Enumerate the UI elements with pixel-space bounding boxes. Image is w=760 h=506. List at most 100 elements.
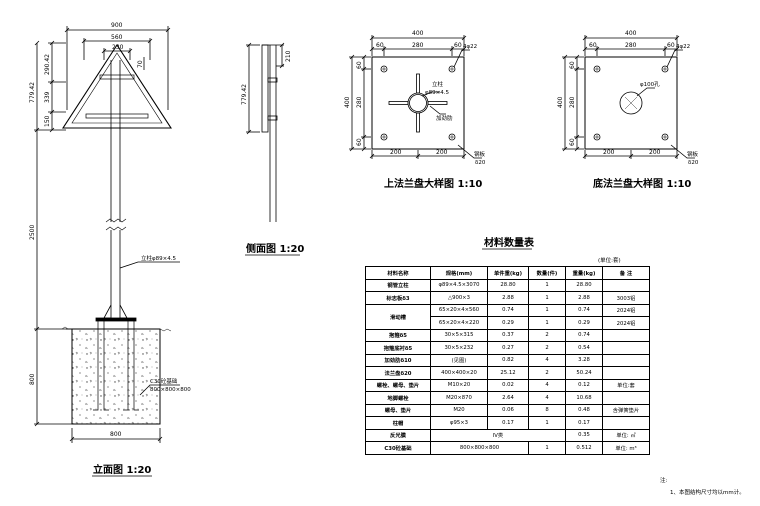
top-flange-dim-200-left: 200 [390, 149, 402, 156]
top-flange-hole-label: 4φ22 [463, 44, 477, 50]
table-header-cell: 数量(件) [528, 266, 566, 280]
table-cell: 滑动槽 [365, 303, 431, 330]
table-cell: 标志板δ3 [365, 291, 431, 305]
top-flange-post-size: φ89×4.5 [425, 90, 449, 96]
table-cell: 反光膜 [365, 428, 431, 442]
foundation-label: C30砼基础 [150, 377, 178, 385]
table-header-cell: 备 注 [602, 266, 650, 280]
table-row: 抱箍底衬δ5 30×5×232 0.27 2 0.54 [365, 341, 650, 355]
table-cell: 400×400×20 [430, 366, 488, 380]
table-cell [602, 328, 650, 342]
table-header-row: 材料名称 规格(mm) 单件重(kg) 数量(件) 重量(kg) 备 注 [365, 266, 650, 280]
notes-label: 注: [660, 476, 668, 484]
table-row: 柱帽 φ95×3 0.17 1 0.17 [365, 416, 650, 430]
table-cell [602, 416, 650, 430]
table-cell: 地脚螺栓 [365, 391, 431, 405]
table-cell: 抱箍底衬δ5 [365, 341, 431, 355]
table-cell: 65×20×4×560 [430, 303, 488, 317]
top-flange-dim-400-vertical: 400 [344, 96, 351, 108]
top-flange-dim-200-right: 200 [436, 149, 448, 156]
table-cell: 0.06 [487, 403, 529, 417]
table-cell [602, 353, 650, 367]
table-cell: 1 [528, 416, 566, 430]
table-cell: 2024铝 [602, 316, 650, 330]
table-row: 钢管立柱 φ89×4.5×3070 28.80 1 28.80 [365, 278, 650, 292]
table-cell: φ95×3 [430, 416, 488, 430]
table-cell: 3003铝 [602, 291, 650, 305]
bottom-flange-thickness-label: δ20 [688, 160, 699, 166]
table-header-cell: 规格(mm) [430, 266, 488, 280]
table-cell: 0.29 [487, 316, 529, 330]
dim-800-horizontal: 800 [110, 431, 122, 438]
notes-item-1: 1、本图结构尺寸均以mm计。 [670, 488, 745, 496]
table-cell: 0.82 [487, 353, 529, 367]
post-label: 立柱φ89×4.5 [141, 254, 176, 262]
top-flange-dim-60-bottom: 60 [356, 138, 363, 146]
top-flange-view [349, 35, 482, 159]
dim-560: 560 [111, 34, 123, 41]
top-flange-dim-280: 280 [412, 42, 424, 49]
table-cell: 螺栓、螺母、垫片 [365, 378, 431, 392]
table-cell: 50.24 [565, 366, 603, 380]
table-row: 抱箍δ5 30×5×315 0.37 2 0.74 [365, 328, 650, 342]
table-cell: 2 [528, 366, 566, 380]
bottom-flange-dim-400-vertical: 400 [557, 96, 564, 108]
table-cell [602, 278, 650, 292]
table-cell: 800×800×800 [430, 441, 529, 455]
table-cell: 28.80 [487, 278, 529, 292]
table-cell: 4 [528, 378, 566, 392]
table-cell: 0.17 [565, 416, 603, 430]
bottom-flange-steel-plate-label: 钢板 [687, 150, 699, 158]
table-cell: 钢管立柱 [365, 278, 431, 292]
side-title: 侧面图 1:20 [246, 242, 304, 255]
table-cell: 抱箍δ5 [365, 328, 431, 342]
table-cell: M20×870 [430, 391, 488, 405]
table-cell: 28.80 [565, 278, 603, 292]
table-cell: 螺母、垫片 [365, 403, 431, 417]
table-cell: 30×5×232 [430, 341, 488, 355]
bottom-flange-dim-200-right: 200 [649, 149, 661, 156]
top-flange-steel-plate-label: 钢板 [474, 150, 486, 158]
table-cell: △900×3 [430, 291, 488, 305]
bottom-flange-center-hole-label: φ100孔 [640, 80, 660, 88]
table-cell: 0.12 [565, 378, 603, 392]
table-cell: 8 [528, 403, 566, 417]
table-cell: 0.29 [565, 316, 603, 330]
table-header-cell: 重量(kg) [565, 266, 603, 280]
table-cell: 1 [528, 441, 566, 455]
dim-150: 150 [44, 115, 51, 127]
elevation-dim-ticks [34, 27, 171, 442]
table-cell: 0.27 [487, 341, 529, 355]
table-cell: 0.74 [565, 303, 603, 317]
table-cell: 2 [528, 341, 566, 355]
table-cell [602, 366, 650, 380]
table-cell: M10×20 [430, 378, 488, 392]
table-cell [602, 391, 650, 405]
bottom-flange-dim-60-left: 60 [589, 42, 597, 49]
bottom-flange-dim-200-left: 200 [603, 149, 615, 156]
table-cell: 0.512 [565, 441, 603, 455]
table-cell: 2.88 [487, 291, 529, 305]
table-cell: 含弹簧垫片 [602, 403, 650, 417]
top-flange-dim-60-right: 60 [454, 42, 462, 49]
table-cell [602, 341, 650, 355]
top-flange-thickness-label: δ20 [475, 160, 486, 166]
table-header-cell: 材料名称 [365, 266, 431, 280]
table-cell: 单位: ㎡ [602, 428, 650, 442]
foundation-size-label: 800×800×800 [150, 387, 191, 393]
table-cell: 4 [528, 391, 566, 405]
table-cell: IV类 [430, 428, 566, 442]
table-cell: 柱帽 [365, 416, 431, 430]
side-dim-210: 210 [285, 50, 292, 62]
table-cell: M20 [430, 403, 488, 417]
side-view [246, 42, 285, 222]
table-cell: 2.64 [487, 391, 529, 405]
elevation-title: 立面图 1:20 [93, 463, 151, 476]
bottom-flange-dim-280: 280 [625, 42, 637, 49]
top-flange-dim-60-left: 60 [376, 42, 384, 49]
elevation-view [34, 26, 180, 443]
table-row: 地脚螺栓 M20×870 2.64 4 10.68 [365, 391, 650, 405]
table-title: 材料数量表 [484, 236, 535, 249]
table-row: C30砼基础 800×800×800 1 0.512 单位: m³ [365, 441, 650, 455]
